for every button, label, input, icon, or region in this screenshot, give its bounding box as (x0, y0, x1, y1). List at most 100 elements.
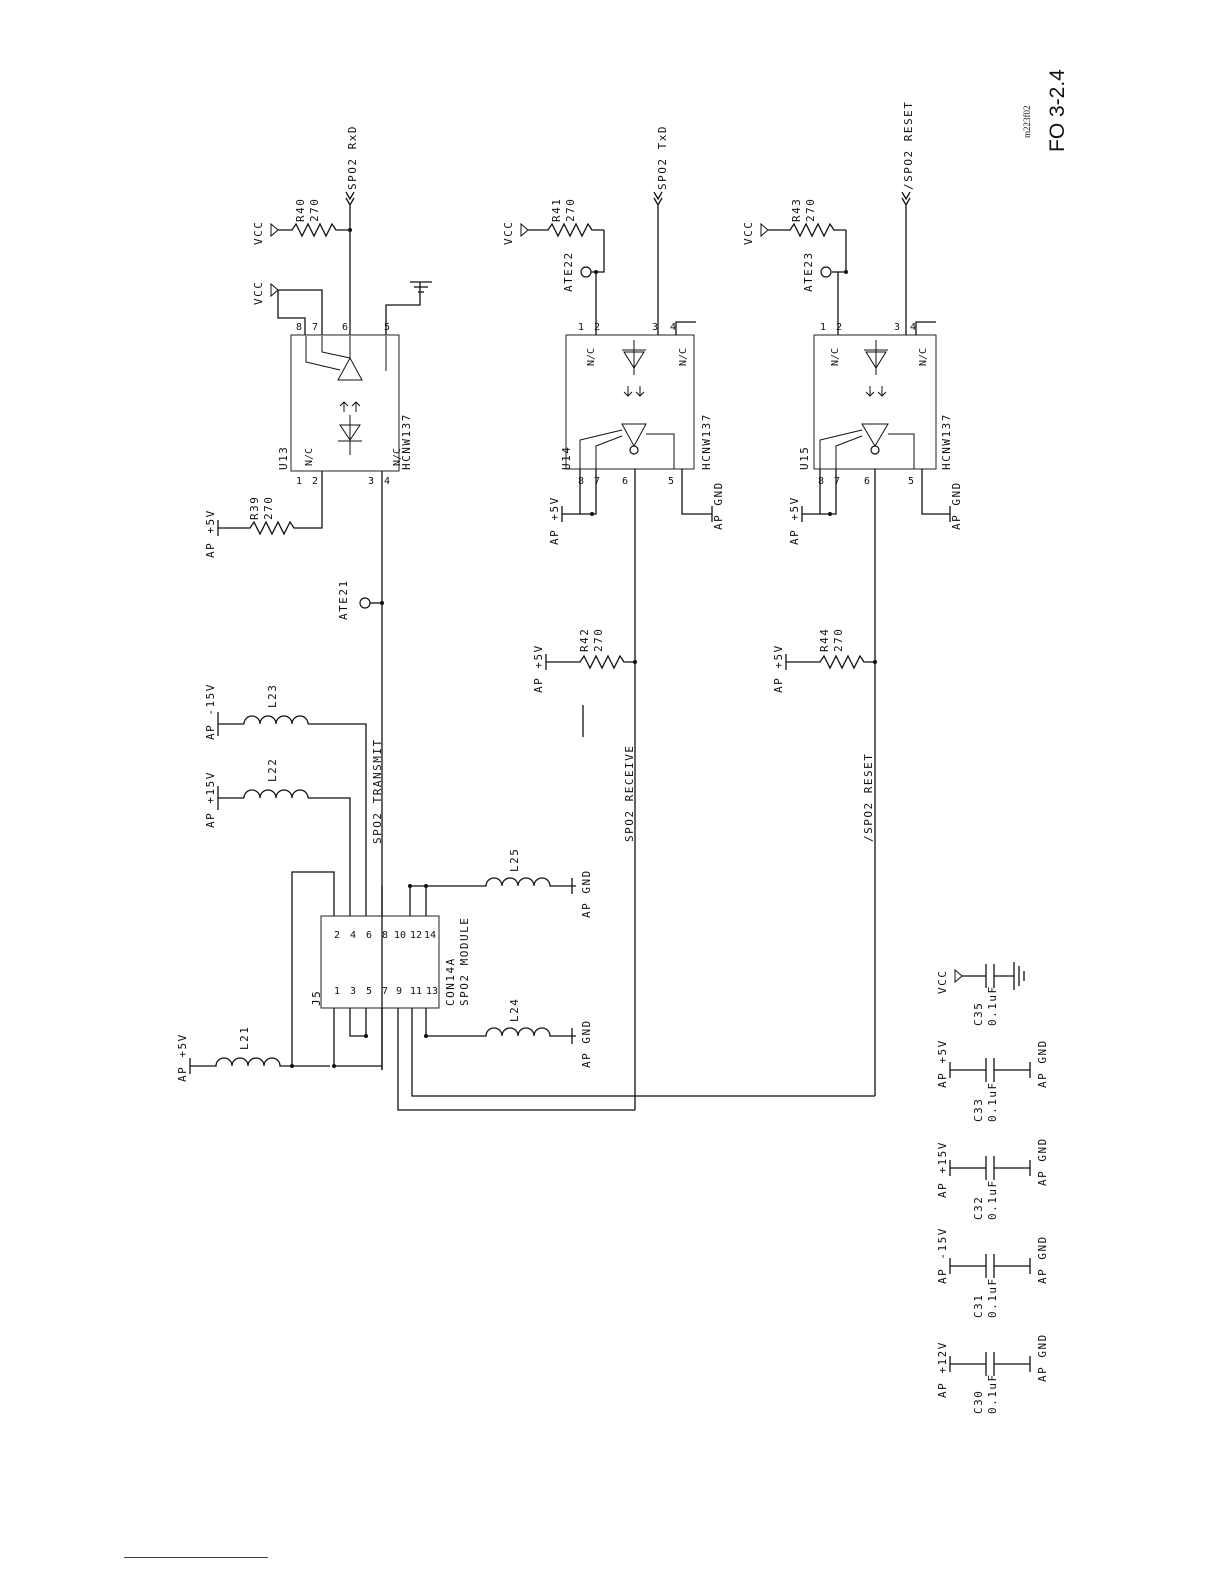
svg-text:AP +5V: AP +5V (532, 644, 545, 693)
svg-text:C31: C31 (972, 1294, 985, 1318)
svg-text:8: 8 (382, 930, 388, 941)
svg-text:8: 8 (578, 476, 584, 487)
svg-text:AP GND: AP GND (1036, 1039, 1049, 1088)
svg-text:2: 2 (836, 322, 842, 333)
svg-text:R41: R41 (550, 198, 563, 222)
svg-text:AP +15V: AP +15V (204, 771, 217, 828)
svg-text:AP +5V: AP +5V (788, 496, 801, 545)
svg-text:N/C: N/C (304, 448, 315, 466)
svg-text:4: 4 (350, 930, 356, 941)
svg-text:5: 5 (366, 986, 372, 997)
svg-text:6: 6 (366, 930, 372, 941)
svg-text:8: 8 (296, 322, 302, 333)
svg-text:9: 9 (396, 986, 402, 997)
net-spo2-reset: /SPO2 RESET (862, 753, 875, 842)
resistor-r43: R43 270 (768, 198, 846, 238)
svg-text:AP +15V: AP +15V (936, 1141, 949, 1198)
svg-text:5: 5 (668, 476, 674, 487)
svg-text:VCC: VCC (252, 221, 265, 245)
svg-text:0.1uF: 0.1uF (986, 985, 999, 1026)
vcc-symbol: VCC (252, 221, 279, 245)
svg-text:1: 1 (820, 322, 826, 333)
svg-text:AP GND: AP GND (580, 1019, 593, 1068)
svg-text:VCC: VCC (936, 970, 949, 994)
capacitor-c30: AP +12V C30 0.1uF AP GND (936, 1333, 1049, 1414)
u14-optocoupler: 1 2 3 4 8 7 6 5 N/C N/C U14 HCNW137 (560, 322, 713, 487)
svg-text:C33: C33 (972, 1098, 985, 1122)
svg-text:J5: J5 (310, 990, 323, 1006)
svg-text:AP GND: AP GND (1036, 1235, 1049, 1284)
svg-text:3: 3 (652, 322, 658, 333)
svg-text:3: 3 (368, 476, 374, 487)
svg-text:U15: U15 (798, 446, 811, 470)
svg-text:270: 270 (832, 628, 845, 652)
svg-text:4: 4 (910, 322, 916, 333)
svg-text:L21: L21 (238, 1026, 251, 1050)
u13-optocoupler: 8 7 6 5 1 2 3 4 N/C N/C U13 HCNW137 (277, 322, 413, 487)
capacitor-c33: AP +5V C33 0.1uF AP GND (936, 1039, 1049, 1122)
svg-text:N/C: N/C (392, 448, 403, 466)
svg-text:VCC: VCC (502, 221, 515, 245)
inductor-l23: AP -15V L23 (204, 683, 367, 916)
svg-text:7: 7 (594, 476, 600, 487)
svg-text:N/C: N/C (918, 348, 929, 366)
svg-text:AP GND: AP GND (712, 481, 725, 530)
svg-text:N/C: N/C (830, 348, 841, 366)
svg-text:2: 2 (312, 476, 318, 487)
inductor-l25: L25 AP GND (478, 848, 593, 918)
svg-text:6: 6 (342, 322, 348, 333)
svg-text:0.1uF: 0.1uF (986, 1373, 999, 1414)
svg-text:C32: C32 (972, 1196, 985, 1220)
svg-text:AP GND: AP GND (1036, 1137, 1049, 1186)
svg-text:HCNW137: HCNW137 (700, 413, 713, 470)
inductor-l21: AP +5V L21 (176, 1026, 336, 1082)
svg-text:14: 14 (424, 930, 436, 941)
svg-text:R44: R44 (818, 628, 831, 652)
svg-text:SPO2 MODULE: SPO2 MODULE (458, 917, 471, 1006)
figure-number: FO 3-2.4 (1046, 69, 1069, 152)
u15-optocoupler: 1 2 3 4 8 7 6 5 N/C N/C U15 HCNW137 (798, 322, 953, 487)
vcc-symbol: VCC (252, 281, 279, 305)
svg-text:0.1uF: 0.1uF (986, 1277, 999, 1318)
svg-text:L22: L22 (266, 758, 279, 782)
svg-text:3: 3 (350, 986, 356, 997)
svg-text:AP +5V: AP +5V (936, 1039, 949, 1088)
svg-text:13: 13 (426, 986, 438, 997)
footer-link-underline[interactable] (124, 1557, 268, 1558)
capacitor-c32: AP +15V C32 0.1uF AP GND (936, 1137, 1049, 1220)
resistor-r41: R41 270 (528, 198, 604, 238)
svg-text:AP +5V: AP +5V (204, 509, 217, 558)
svg-text:5: 5 (908, 476, 914, 487)
inductor-l24: L24 AP GND (478, 998, 593, 1068)
svg-text:C30: C30 (972, 1390, 985, 1414)
connector-j5: J5 CON14A SPO2 MODULE 2 4 6 8 10 12 14 1… (310, 915, 471, 1009)
svg-text:ATE23: ATE23 (802, 251, 815, 292)
svg-text:AP -15V: AP -15V (936, 1227, 949, 1284)
resistor-r39: R39 270 (218, 496, 304, 536)
svg-text:U14: U14 (560, 446, 573, 470)
svg-text:270: 270 (564, 198, 577, 222)
net-spo2-txd: SPO2 TxD (656, 125, 669, 190)
svg-text:L25: L25 (508, 848, 521, 872)
svg-text:270: 270 (308, 198, 321, 222)
svg-text:AP +12V: AP +12V (936, 1341, 949, 1398)
svg-text:7: 7 (312, 322, 318, 333)
svg-text:R39: R39 (248, 496, 261, 520)
net-spo2-reset-port: /SPO2 RESET (902, 101, 915, 190)
svg-text:C35: C35 (972, 1002, 985, 1026)
svg-text:3: 3 (894, 322, 900, 333)
svg-text:8: 8 (818, 476, 824, 487)
svg-text:270: 270 (592, 628, 605, 652)
svg-text:2: 2 (334, 930, 340, 941)
svg-text:1: 1 (296, 476, 302, 487)
svg-text:AP GND: AP GND (580, 869, 593, 918)
svg-text:11: 11 (410, 986, 422, 997)
net-spo2-receive: SPO2 RECEIVE (623, 745, 636, 842)
svg-text:0.1uF: 0.1uF (986, 1081, 999, 1122)
svg-text:L24: L24 (508, 998, 521, 1022)
svg-text:R42: R42 (578, 628, 591, 652)
capacitor-c31: AP -15V C31 0.1uF AP GND (936, 1227, 1049, 1318)
svg-text:AP +5V: AP +5V (772, 644, 785, 693)
svg-text:2: 2 (594, 322, 600, 333)
svg-text:AP GND: AP GND (1036, 1333, 1049, 1382)
